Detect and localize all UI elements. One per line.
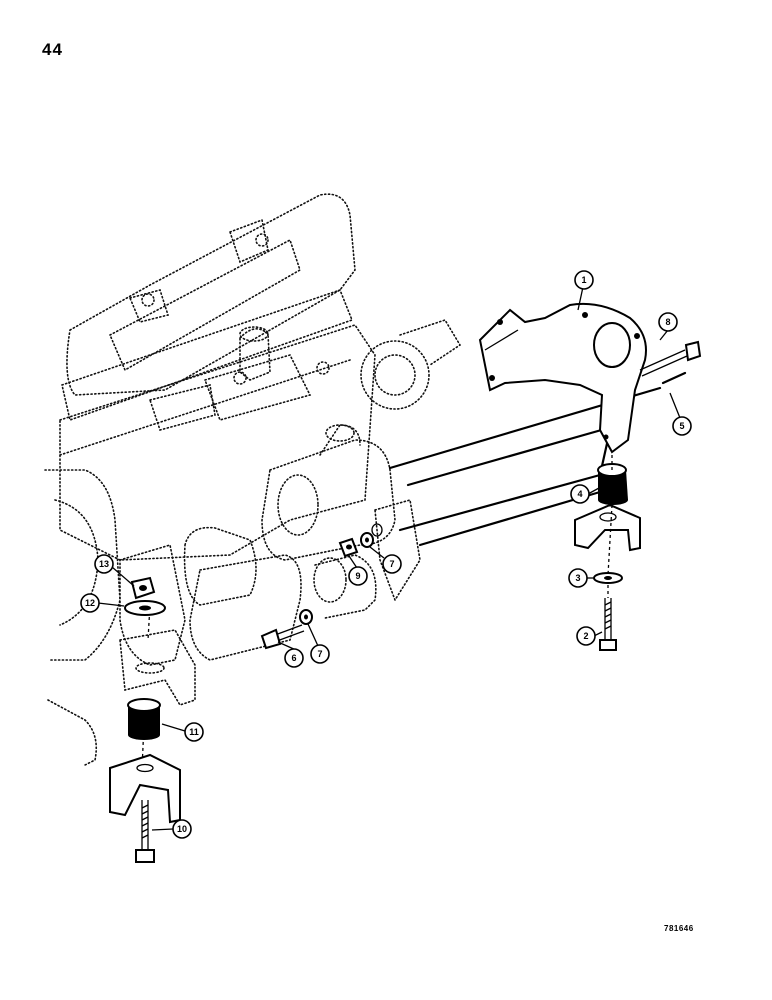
callout-3: 3 xyxy=(568,568,588,588)
upper-nut xyxy=(338,537,359,558)
pin xyxy=(661,371,687,385)
front-rubber-insulator xyxy=(127,698,161,740)
callout-12: 12 xyxy=(80,593,100,613)
callout-8: 8 xyxy=(658,312,678,332)
svg-text:6: 6 xyxy=(291,653,296,663)
callout-10: 10 xyxy=(172,819,192,839)
svg-text:12: 12 xyxy=(85,598,95,608)
side-bolt xyxy=(260,624,305,650)
callout-6: 6 xyxy=(284,648,304,668)
rear-washer xyxy=(593,572,623,584)
callout-13: 13 xyxy=(94,554,114,574)
svg-text:13: 13 xyxy=(99,559,109,569)
callout-11: 11 xyxy=(184,722,204,742)
callout-5: 5 xyxy=(672,416,692,436)
bracket-bolt xyxy=(639,340,702,377)
engine-outline xyxy=(44,193,462,766)
front-retainer-bracket xyxy=(109,753,181,824)
callout-9: 9 xyxy=(348,566,368,586)
rear-mount-bracket xyxy=(478,302,647,454)
rear-retainer-bracket xyxy=(574,503,641,552)
callout-7-lower: 7 xyxy=(310,644,330,664)
svg-text:10: 10 xyxy=(177,824,187,834)
svg-text:2: 2 xyxy=(583,631,588,641)
svg-text:3: 3 xyxy=(575,573,580,583)
front-washer xyxy=(124,600,166,616)
upper-lockwasher xyxy=(360,532,374,548)
rear-rubber-insulator xyxy=(597,463,628,505)
svg-text:9: 9 xyxy=(355,571,360,581)
callout-1: 1 xyxy=(574,270,594,290)
callout-7-upper: 7 xyxy=(382,554,402,574)
svg-text:5: 5 xyxy=(679,421,684,431)
svg-text:7: 7 xyxy=(317,649,322,659)
svg-text:11: 11 xyxy=(189,727,199,737)
lower-lockwasher xyxy=(299,609,313,625)
rear-mount-bolt xyxy=(599,598,617,651)
front-nut xyxy=(130,576,156,600)
svg-text:1: 1 xyxy=(581,275,586,285)
svg-text:7: 7 xyxy=(389,559,394,569)
svg-text:8: 8 xyxy=(665,317,670,327)
front-mount-bolt xyxy=(135,800,155,863)
page-number: 44 xyxy=(42,40,63,59)
callout-4: 4 xyxy=(570,484,590,504)
figure-code: 781646 xyxy=(664,924,694,933)
svg-text:4: 4 xyxy=(577,489,582,499)
callout-2: 2 xyxy=(576,626,596,646)
